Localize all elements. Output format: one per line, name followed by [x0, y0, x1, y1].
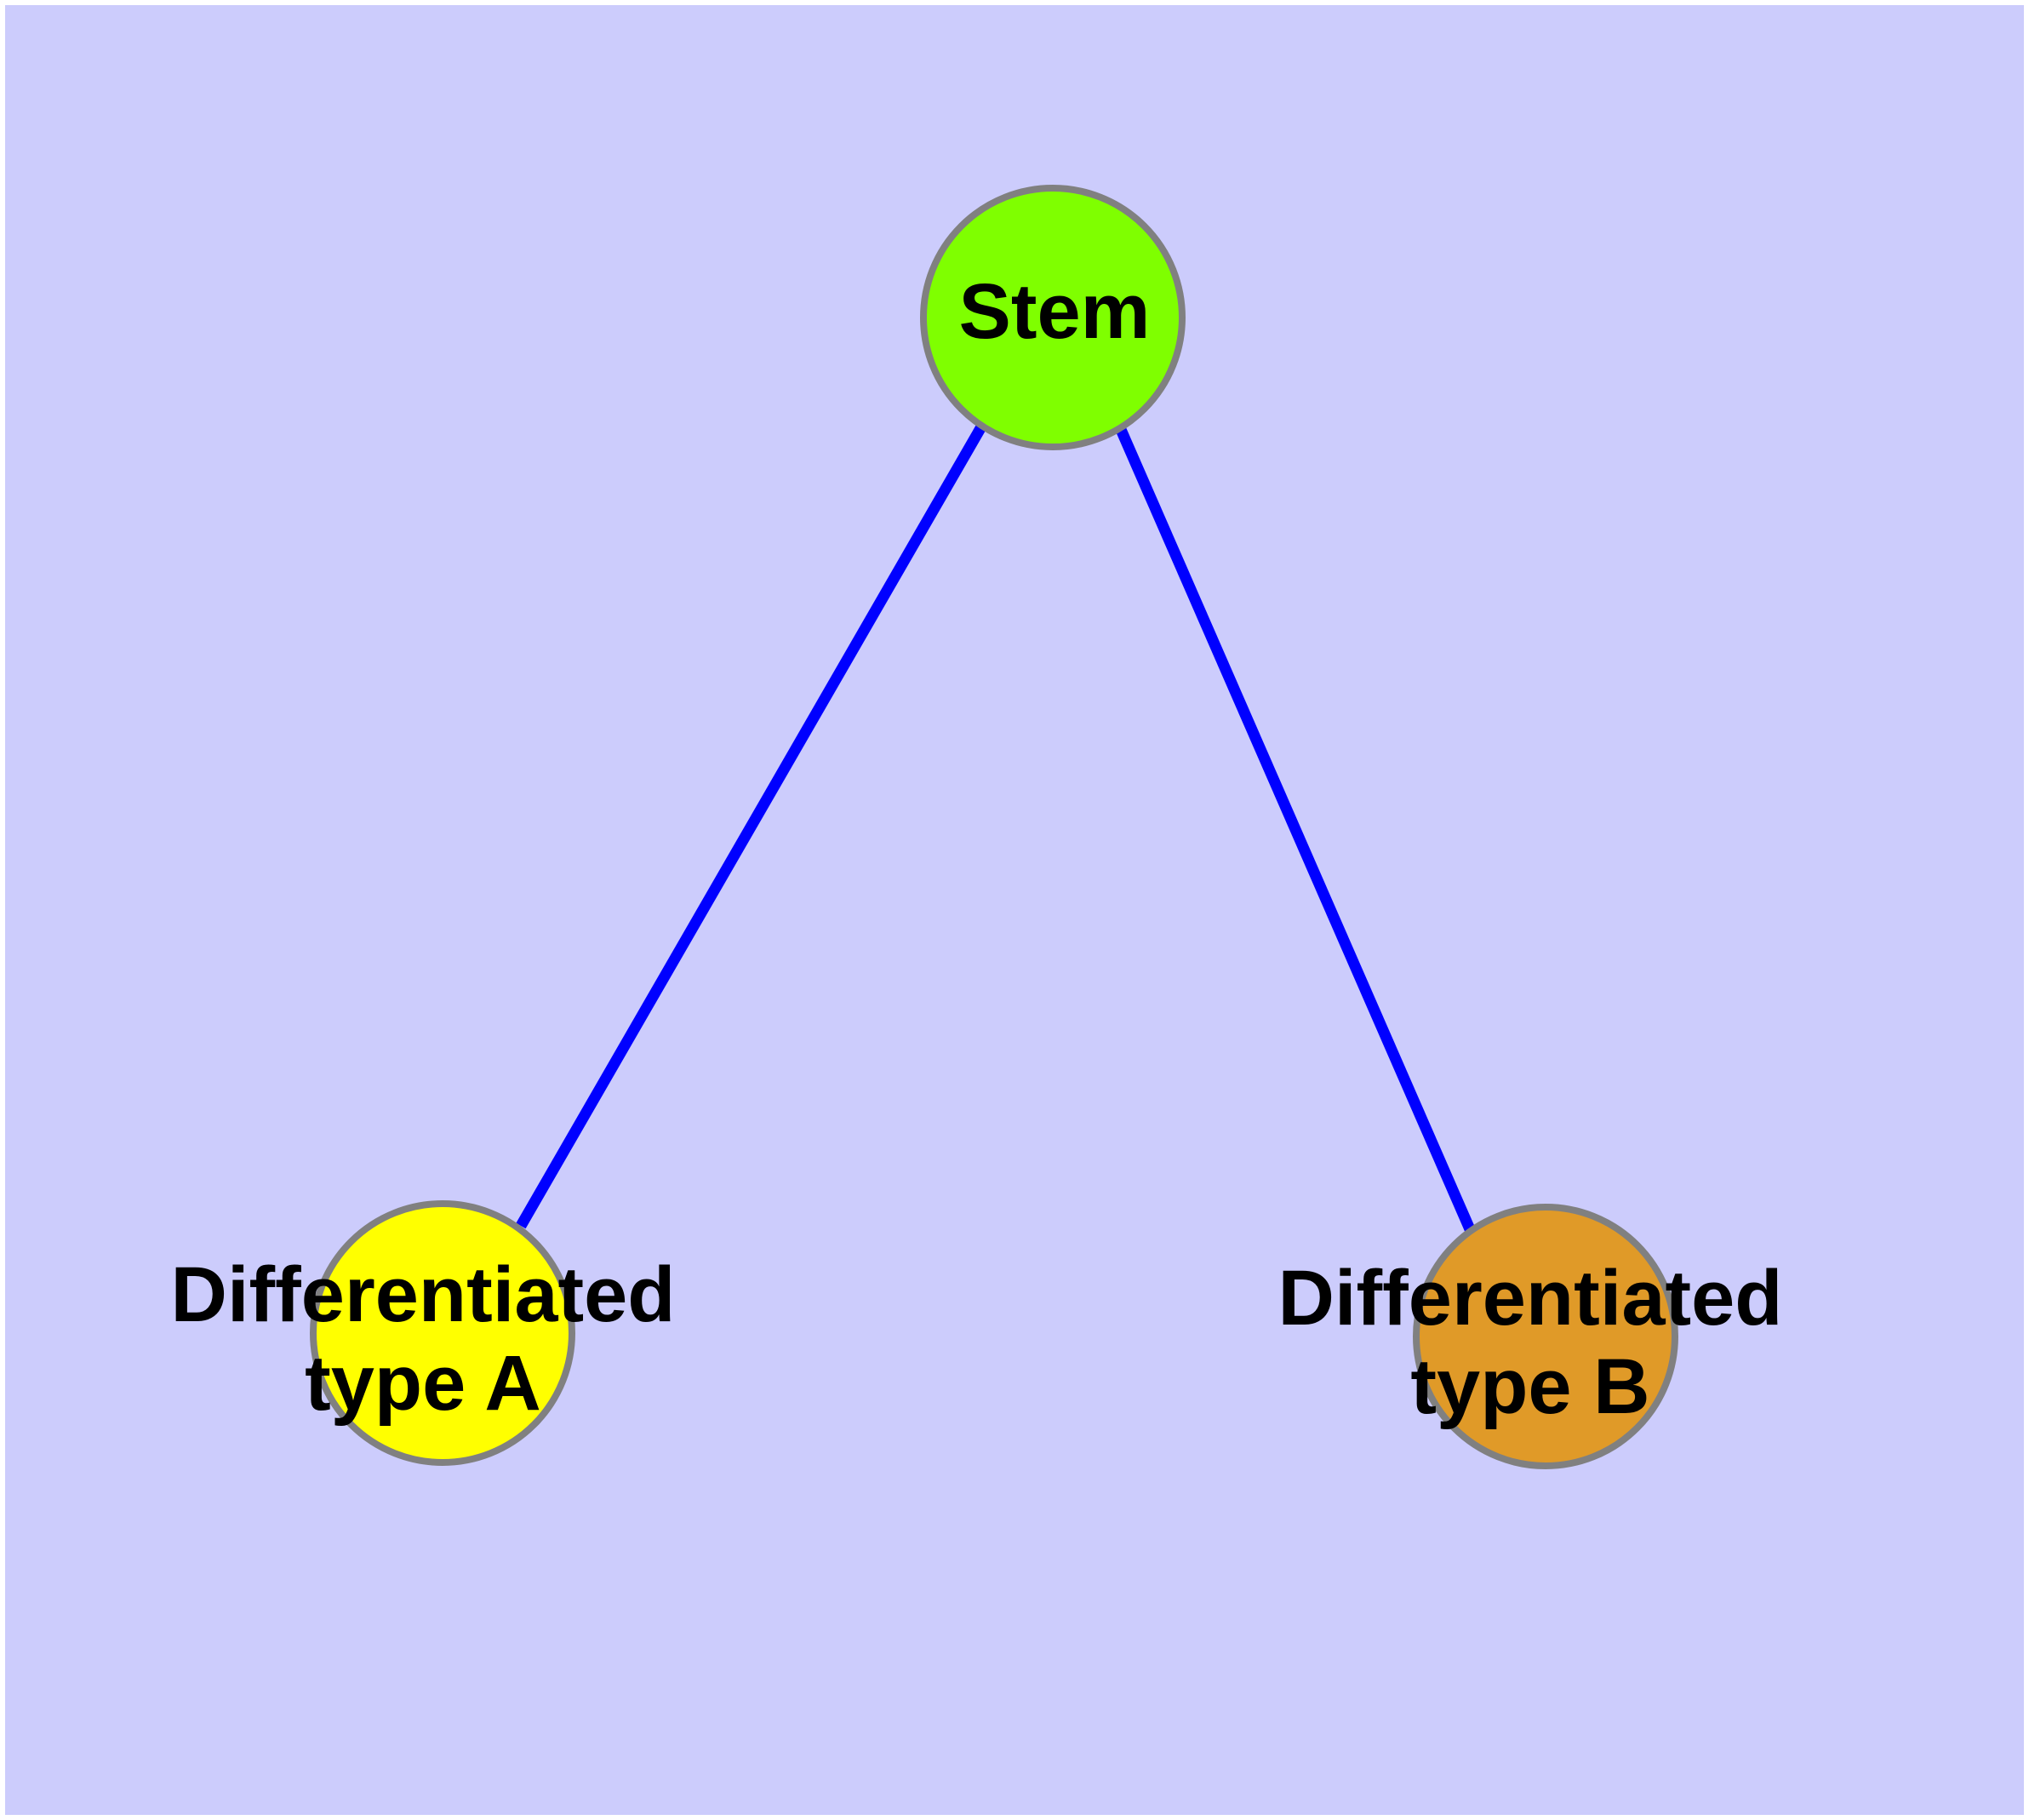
graph-edge-stem-to-diff-b	[1114, 423, 1475, 1232]
node-label-line: Differentiated	[171, 1251, 676, 1338]
node-circle-diff_a[interactable]	[310, 1200, 575, 1466]
node-label-line: type A	[305, 1340, 541, 1427]
graph-edge-stem-to-diff-a	[516, 421, 988, 1229]
graph-node-stem[interactable]: Stem	[920, 185, 1186, 450]
node-circle-diff_b[interactable]	[1413, 1204, 1678, 1469]
node-label-line: type B	[1410, 1343, 1649, 1430]
node-circle-stem[interactable]	[920, 185, 1186, 450]
node-label-stem: Stem	[959, 268, 1151, 355]
node-label-line: Stem	[959, 268, 1151, 355]
edges-layer	[516, 421, 1475, 1232]
node-label-line: Differentiated	[1278, 1255, 1783, 1342]
